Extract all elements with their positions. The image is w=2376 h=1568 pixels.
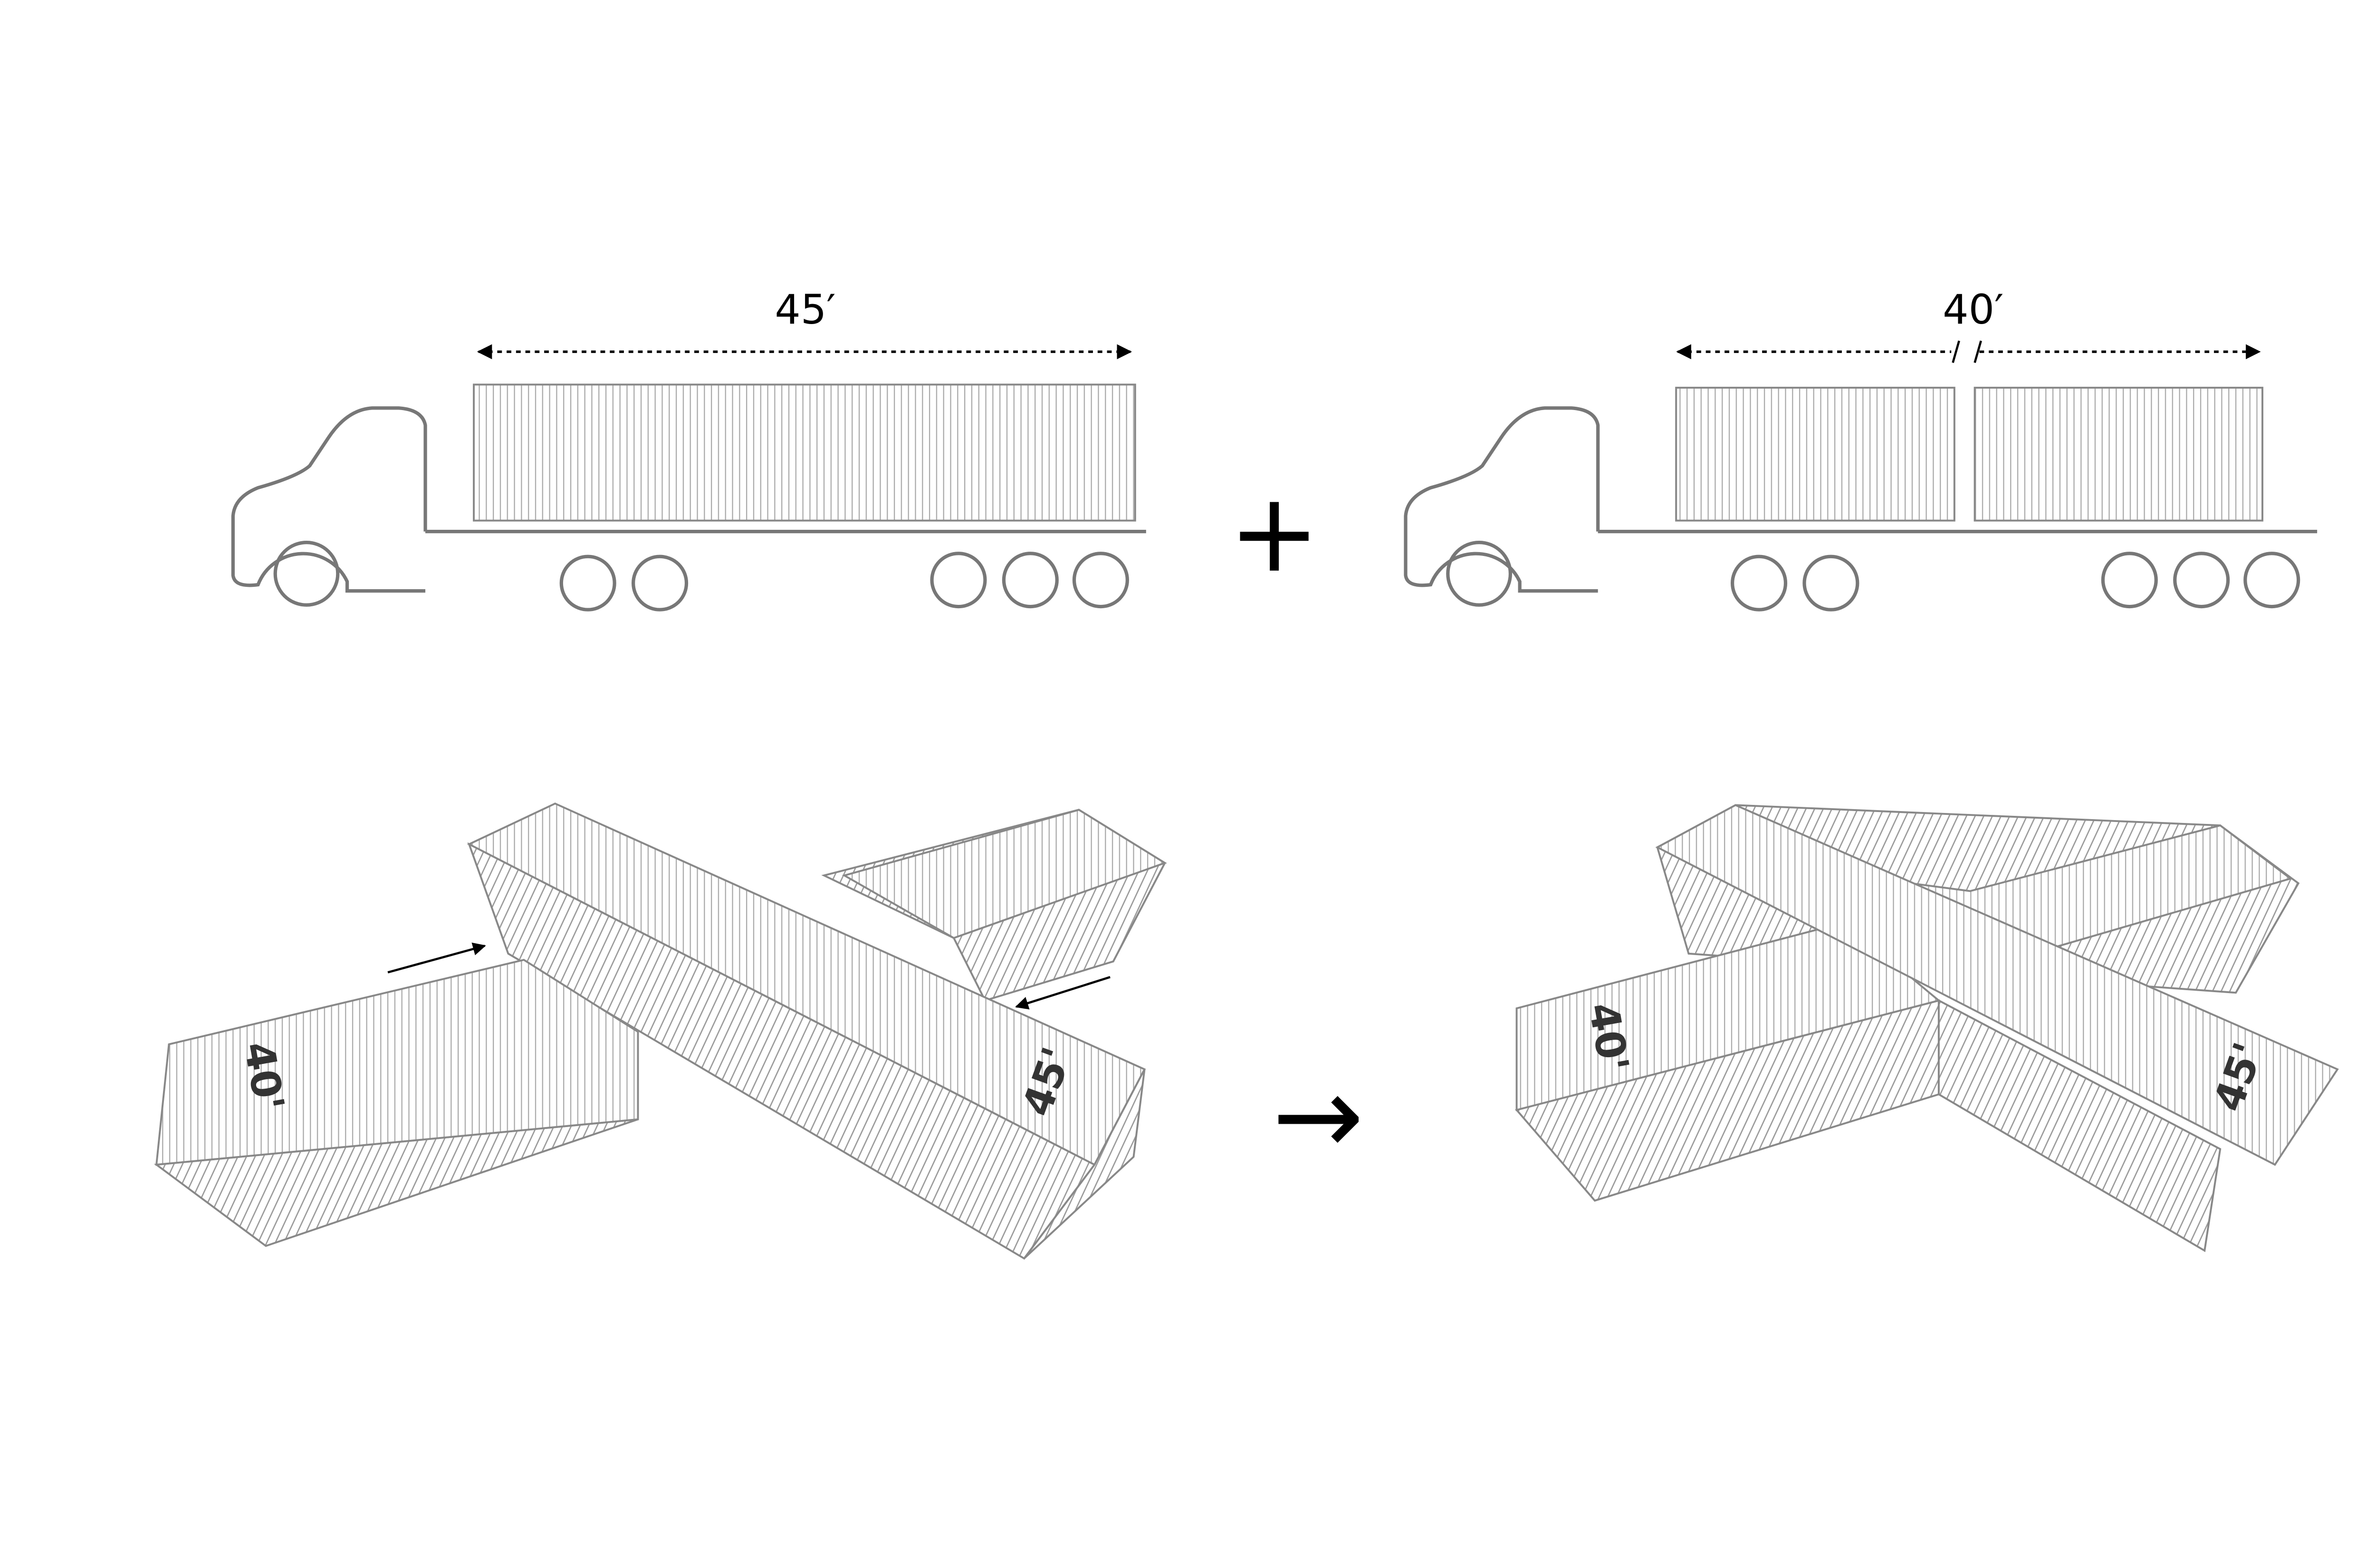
label-40: 40': [1579, 999, 1638, 1075]
truck-cab: [1404, 406, 1600, 593]
truck-40ft: 40′: [1404, 287, 2318, 612]
container-45-end: [1023, 1069, 1146, 1260]
container-45-side: [1937, 999, 2222, 1252]
exploded-containers: 40' 45': [153, 802, 1167, 1260]
wheel: [1730, 555, 1788, 612]
assembled-containers: 40' 45': [1515, 804, 2339, 1252]
wheel: [1072, 552, 1129, 609]
container-40ft-a: [1675, 386, 1955, 522]
move-arrow: [387, 942, 486, 974]
container-back-top: [842, 809, 1167, 939]
wheel: [2101, 552, 2158, 609]
wheel: [273, 541, 340, 607]
label-40: 40': [234, 1038, 293, 1114]
wheel: [2173, 552, 2230, 609]
wheel: [2243, 552, 2300, 609]
truck-45ft: 45′: [231, 287, 1146, 612]
break-mark: [1952, 340, 1960, 363]
break-mark: [1974, 340, 1982, 363]
move-arrow: [1015, 976, 1111, 1010]
wheel: [1446, 541, 1513, 607]
truck-cab: [231, 406, 427, 593]
wheel: [632, 555, 689, 612]
wheel: [1002, 552, 1059, 609]
wheel: [1802, 555, 1859, 612]
dimension-label-40: 40′: [1943, 287, 2003, 334]
plus-sign: +: [1228, 469, 1320, 597]
container-40ft-b: [1974, 386, 2263, 522]
container-45-top: [1655, 804, 2339, 1166]
wheel: [559, 555, 616, 612]
result-arrow: →: [1272, 1052, 1364, 1180]
container-40-top: [155, 959, 639, 1166]
wheel: [930, 552, 987, 609]
dimension-label-45: 45′: [775, 287, 835, 334]
container-45ft: [473, 383, 1136, 522]
